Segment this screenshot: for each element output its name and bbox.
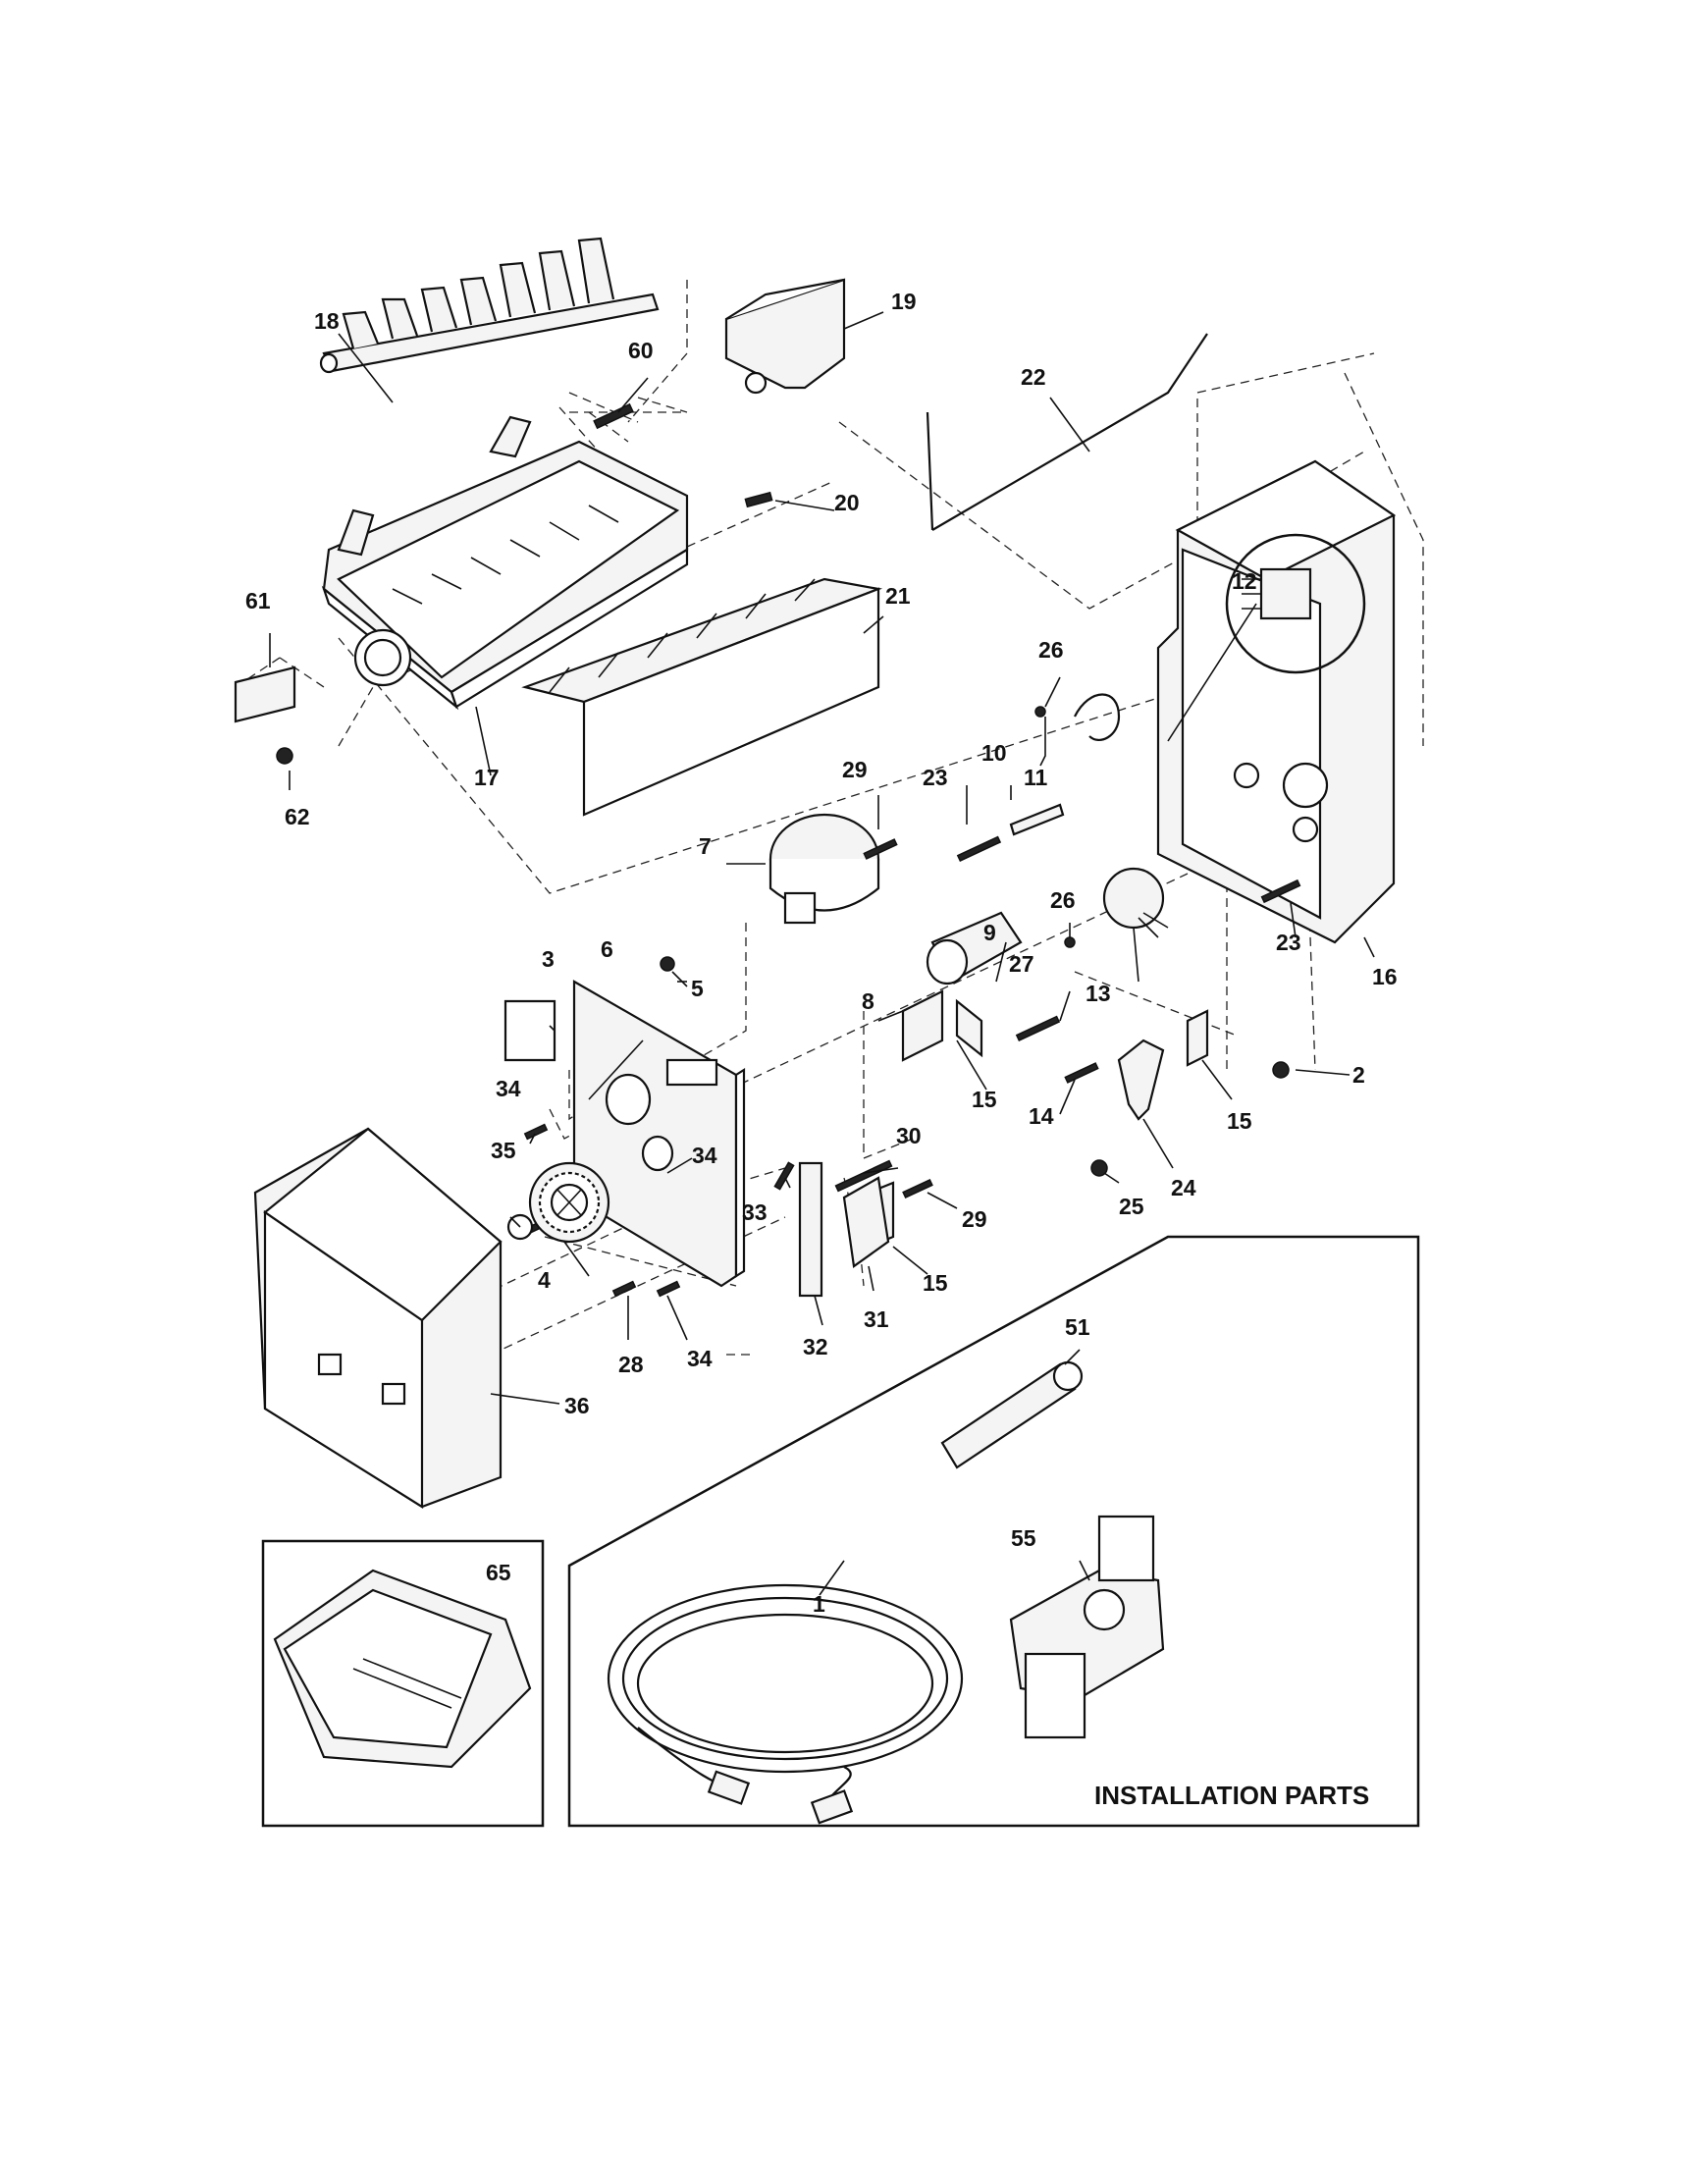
insulator-part-3 <box>503 999 556 1062</box>
label-part-7: 7 <box>699 833 712 859</box>
label-part-32: 32 <box>803 1334 828 1359</box>
label-part-31: 31 <box>864 1306 889 1332</box>
label-part-21: 21 <box>885 583 911 609</box>
label-part-35: 35 <box>491 1138 516 1163</box>
label-part-65: 65 <box>486 1560 511 1585</box>
label-part-18: 18 <box>314 308 340 334</box>
ice-bucket-box <box>261 1539 545 1828</box>
shutoff-lever-part-24 <box>1117 1039 1165 1121</box>
label-part-2: 2 <box>1352 1062 1365 1088</box>
bracket-part-61 <box>234 666 296 723</box>
label-part-29b: 29 <box>962 1206 987 1232</box>
label-part-34c: 34 <box>687 1346 713 1371</box>
motor-part-7 <box>768 813 880 925</box>
leader-lines <box>269 311 1375 1596</box>
label-part-1: 1 <box>813 1591 825 1617</box>
label-part-13: 13 <box>1086 981 1111 1006</box>
shutoff-arm-part-22 <box>931 333 1208 531</box>
label-part-62: 62 <box>285 804 310 829</box>
label-part-4: 4 <box>538 1267 551 1293</box>
label-part-60: 60 <box>628 338 654 363</box>
label-part-51: 51 <box>1065 1314 1090 1340</box>
label-part-26a: 26 <box>1038 637 1064 663</box>
label-part-12: 12 <box>1232 568 1257 594</box>
label-part-22: 22 <box>1021 364 1046 390</box>
label-part-34b: 34 <box>692 1143 717 1168</box>
fitting-part-51 <box>940 1360 1084 1469</box>
bracket-part-31 <box>842 1176 890 1268</box>
strip-part-32 <box>798 1161 823 1298</box>
label-part-33: 33 <box>742 1199 768 1225</box>
label-part-27: 27 <box>1009 951 1034 977</box>
stripper-part-21 <box>521 577 883 817</box>
label-part-28: 28 <box>618 1352 644 1377</box>
ice-bucket-part-65 <box>273 1569 532 1769</box>
part-number-labels: 1 2 3 4 5 6 7 8 9 10 11 12 13 14 15 15 1… <box>245 289 1398 1810</box>
label-part-15b: 15 <box>1227 1108 1252 1134</box>
label-part-19: 19 <box>891 289 917 314</box>
label-part-61: 61 <box>245 588 271 613</box>
label-part-23a: 23 <box>923 765 948 790</box>
label-part-34a: 34 <box>496 1076 521 1101</box>
ejector-part-18 <box>319 237 660 374</box>
label-part-25: 25 <box>1119 1194 1144 1219</box>
label-part-24: 24 <box>1171 1175 1196 1200</box>
label-part-36: 36 <box>564 1393 590 1418</box>
screws-group <box>276 402 1301 1298</box>
front-cover-part-36 <box>253 1127 503 1509</box>
label-part-10: 10 <box>981 740 1007 766</box>
label-part-26b: 26 <box>1050 887 1076 913</box>
gear-part-4 <box>528 1161 610 1244</box>
spacer-part-10 <box>1009 803 1065 836</box>
label-part-55: 55 <box>1011 1525 1036 1551</box>
label-part-23b: 23 <box>1276 930 1301 955</box>
thermostat-part-9 <box>926 911 1023 985</box>
label-part-15c: 15 <box>923 1270 948 1296</box>
solenoid-part-13 <box>1102 867 1169 938</box>
water-valve-part-55 <box>1009 1515 1165 1739</box>
label-part-6: 6 <box>601 936 613 962</box>
housing-part-16 <box>1156 459 1397 944</box>
ice-mold-part-17 <box>321 415 689 711</box>
label-part-5: 5 <box>691 976 704 1001</box>
label-part-30: 30 <box>896 1123 922 1148</box>
label-part-20: 20 <box>834 490 860 515</box>
label-part-17: 17 <box>474 765 500 790</box>
label-part-11: 11 <box>1024 765 1048 790</box>
installation-parts-box <box>567 1235 1420 1828</box>
clip-part-11 <box>1074 693 1121 741</box>
label-part-29a: 29 <box>842 757 868 782</box>
harness-connector-part-12 <box>1225 533 1366 674</box>
label-part-16: 16 <box>1372 964 1398 989</box>
cover-part-19 <box>724 278 846 395</box>
label-part-14: 14 <box>1029 1103 1054 1129</box>
water-tubing-part-1 <box>607 1583 964 1825</box>
installation-parts-caption: INSTALLATION PARTS <box>1094 1781 1369 1810</box>
label-part-15a: 15 <box>972 1087 997 1112</box>
mounting-plate-part-5 <box>572 980 746 1288</box>
label-part-3: 3 <box>542 946 555 972</box>
label-part-8: 8 <box>862 988 874 1014</box>
label-part-9: 9 <box>983 920 996 945</box>
